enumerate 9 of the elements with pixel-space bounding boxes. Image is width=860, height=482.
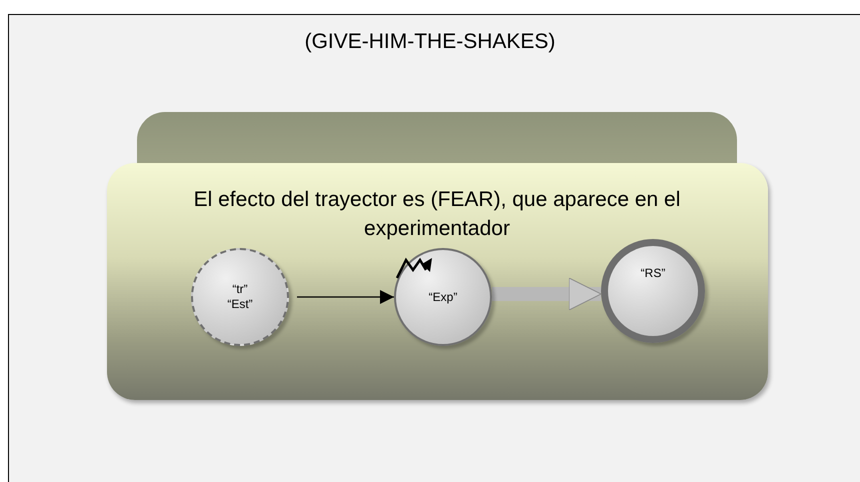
node-label: “Exp” (428, 290, 458, 304)
panel-heading: El efecto del trayector es (FEAR), que aparece en el experimentador (192, 187, 682, 242)
node-label: “Est” (226, 297, 254, 312)
node-label: “tr” (231, 282, 249, 297)
title: (GIVE-HIM-THE-SHAKES) (304, 29, 556, 55)
arrow (297, 290, 394, 304)
rounded-panel (107, 112, 768, 400)
node-label: “RS” (640, 266, 666, 280)
block-arrow (492, 278, 602, 310)
